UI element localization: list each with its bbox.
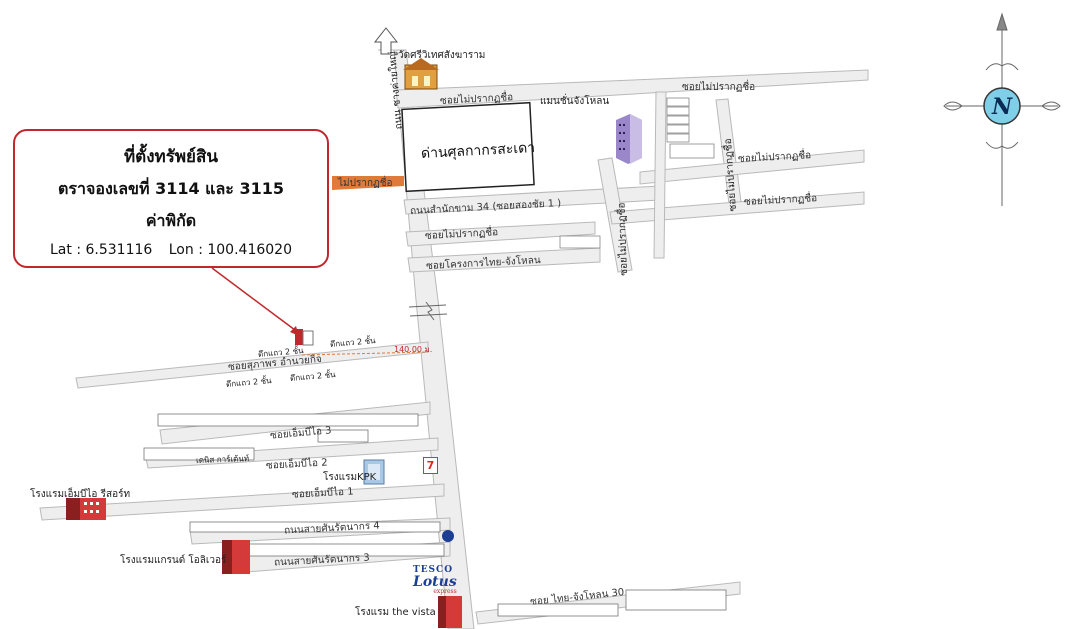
info-lon: Lon : 100.416020 [168, 242, 292, 258]
road-orange [332, 176, 404, 190]
road-unnamed-mid [405, 221, 596, 247]
hotel-kpk-building-icon [363, 459, 385, 485]
hotel-kpk-label: โรงแรมKPK [323, 472, 377, 483]
leader-line [211, 267, 300, 334]
hotel-mb-building-icon [66, 498, 106, 520]
hotel-grand-label: โรงแรมแกรนด์ โอลิเวอร์ [120, 555, 227, 566]
road-thai-jl [407, 247, 601, 273]
temple-label: วัดศรีวิเทศสังฆาราม [398, 50, 486, 61]
road-mbi1 [39, 483, 445, 521]
compass-north-label: N [991, 94, 1013, 120]
road-label-mbi1: ซอยเอ็มบีไอ 1 [291, 486, 354, 501]
info-deed: ตราจองเลขที่ 3114 และ 3115 [57, 179, 284, 198]
info-coords-heading: ค่าพิกัด [145, 211, 197, 230]
house-rows-right [559, 97, 715, 249]
info-title: ที่ตั้งทรัพย์สิน [123, 147, 219, 167]
hotel-vista-label: โรงแรม the vista [355, 607, 436, 618]
compass-icon [943, 12, 1061, 206]
express-text: express [433, 588, 457, 595]
hotel-grand-building-icon [222, 540, 250, 574]
info-coords: Lat : 6.531116 Lon : 100.416020 [15, 242, 327, 258]
temple-icon [403, 58, 439, 90]
lotus-text: Lotus [413, 574, 457, 590]
tesco-logo: TESCO Lotus express [413, 566, 457, 595]
road-mbi2 [145, 437, 439, 469]
shophouse-rows [143, 413, 727, 617]
road-r-loop [653, 91, 667, 259]
main-road-arrow-icon [373, 27, 399, 55]
property-info-box: ที่ตั้งทรัพย์สิน ตราจองเลขที่ 3114 และ 3… [13, 129, 329, 268]
info-lat: Lat : 6.531116 [50, 242, 153, 258]
road-break-icon [408, 301, 448, 321]
leader-arrowhead [290, 326, 299, 336]
road-r1 [639, 149, 865, 185]
road-r2 [609, 191, 865, 225]
road-label-mbi2: ซอยเอ็มบีไอ 2 [265, 457, 328, 472]
road-label-vertical: ซอยไม่ปรากฏชื่อ [616, 202, 630, 276]
road-label-orange: ไม่ปรากฏชื่อ [338, 178, 393, 189]
mansion-label: แมนชั่นจังโหลน [540, 96, 610, 107]
road-top-horizontal [395, 69, 869, 109]
property-marker [295, 329, 314, 346]
distance-label: 140.00 ม. [394, 345, 433, 354]
dentist-label: เดนิส การ์เด้นท์ [195, 454, 250, 465]
mansion-building-icon [616, 114, 642, 164]
seven-eleven-icon: 7 [423, 457, 438, 474]
hotel-vista-building-icon [438, 596, 462, 628]
tesco-text: TESCO [413, 565, 454, 575]
hotel-mb-label: โรงแรมเอ็มบีไอ รีสอร์ท [30, 489, 131, 500]
distance-line [301, 351, 429, 356]
customs-box [401, 101, 535, 193]
road-label-top: ซอยไม่ปรากฏชื่อ [682, 82, 756, 93]
tesco-icon [442, 530, 454, 542]
